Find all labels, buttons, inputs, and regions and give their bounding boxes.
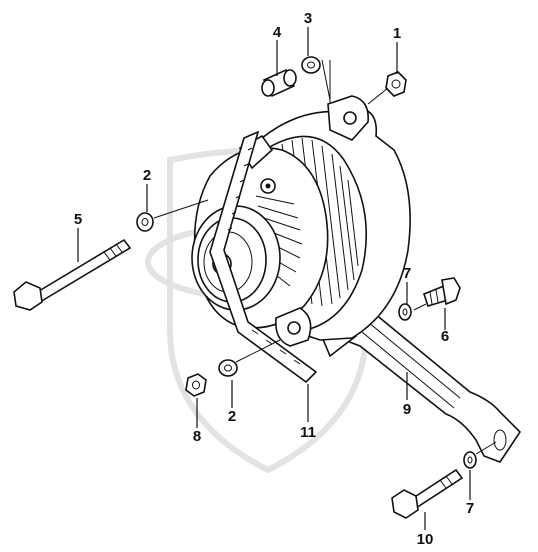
callout-numbers: 1 2 3 4 5 6 7 8 2 11 9 10 7 (74, 10, 474, 548)
washer-part-2-upper (136, 212, 154, 232)
callout-7-upper: 7 (403, 265, 411, 282)
drive-belt-part-11 (209, 130, 318, 384)
washer-part-2-lower (218, 359, 238, 377)
nut-part-8 (185, 373, 207, 397)
spacer-sleeve-part-4 (261, 68, 297, 98)
washer-part-7-upper (398, 303, 412, 321)
callout-9: 9 (403, 401, 411, 418)
long-bolt-part-5 (13, 238, 132, 311)
callout-4: 4 (273, 24, 282, 41)
washer-part-7-lower (463, 451, 477, 469)
callout-5: 5 (74, 211, 82, 228)
bolt-part-10 (391, 468, 464, 519)
callout-2-upper: 2 (143, 167, 151, 184)
leader-lines (77, 27, 497, 530)
washer-part-3 (301, 56, 321, 74)
callout-3: 3 (304, 10, 312, 27)
callout-1: 1 (393, 25, 401, 42)
nut-part-1 (385, 71, 407, 97)
short-bolt-part-6 (423, 277, 461, 307)
callout-11: 11 (300, 424, 316, 441)
callout-7-lower: 7 (466, 500, 474, 517)
callout-6: 6 (441, 328, 449, 345)
callout-2-lower: 2 (228, 408, 236, 425)
callout-10: 10 (417, 531, 434, 548)
callout-8: 8 (193, 428, 201, 445)
